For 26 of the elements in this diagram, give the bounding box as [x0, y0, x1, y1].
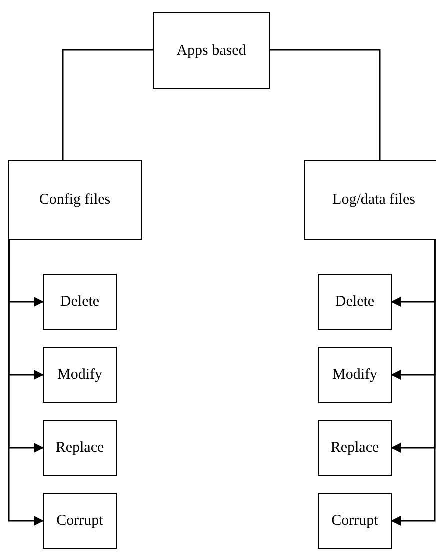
process-box: [8, 160, 142, 240]
process-box: [318, 347, 392, 403]
box-label: Modify: [332, 366, 378, 385]
box-label: Corrupt: [56, 512, 104, 531]
box-label: Modify: [58, 366, 102, 385]
arrow: [391, 240, 436, 526]
process-box: [318, 420, 392, 476]
process-box: [43, 347, 117, 403]
box-label: Log/data files: [332, 191, 416, 210]
connector-line: [62, 49, 153, 160]
box-label: Corrupt: [332, 512, 378, 531]
process-box: [43, 420, 117, 476]
process-box: [318, 493, 392, 549]
box-label: Replace: [330, 439, 380, 458]
arrow: [8, 240, 44, 526]
process-box: [43, 274, 117, 330]
process-box: [304, 160, 436, 240]
box-label: Config files: [39, 191, 111, 210]
connector-line: [270, 49, 381, 160]
box-label: Delete: [335, 293, 375, 312]
box-label: Delete: [60, 293, 100, 312]
box-label: Replace: [56, 439, 104, 458]
box-label: Apps based: [176, 42, 246, 60]
process-box: [318, 274, 392, 330]
process-box: [153, 12, 270, 89]
process-box: [43, 493, 117, 549]
